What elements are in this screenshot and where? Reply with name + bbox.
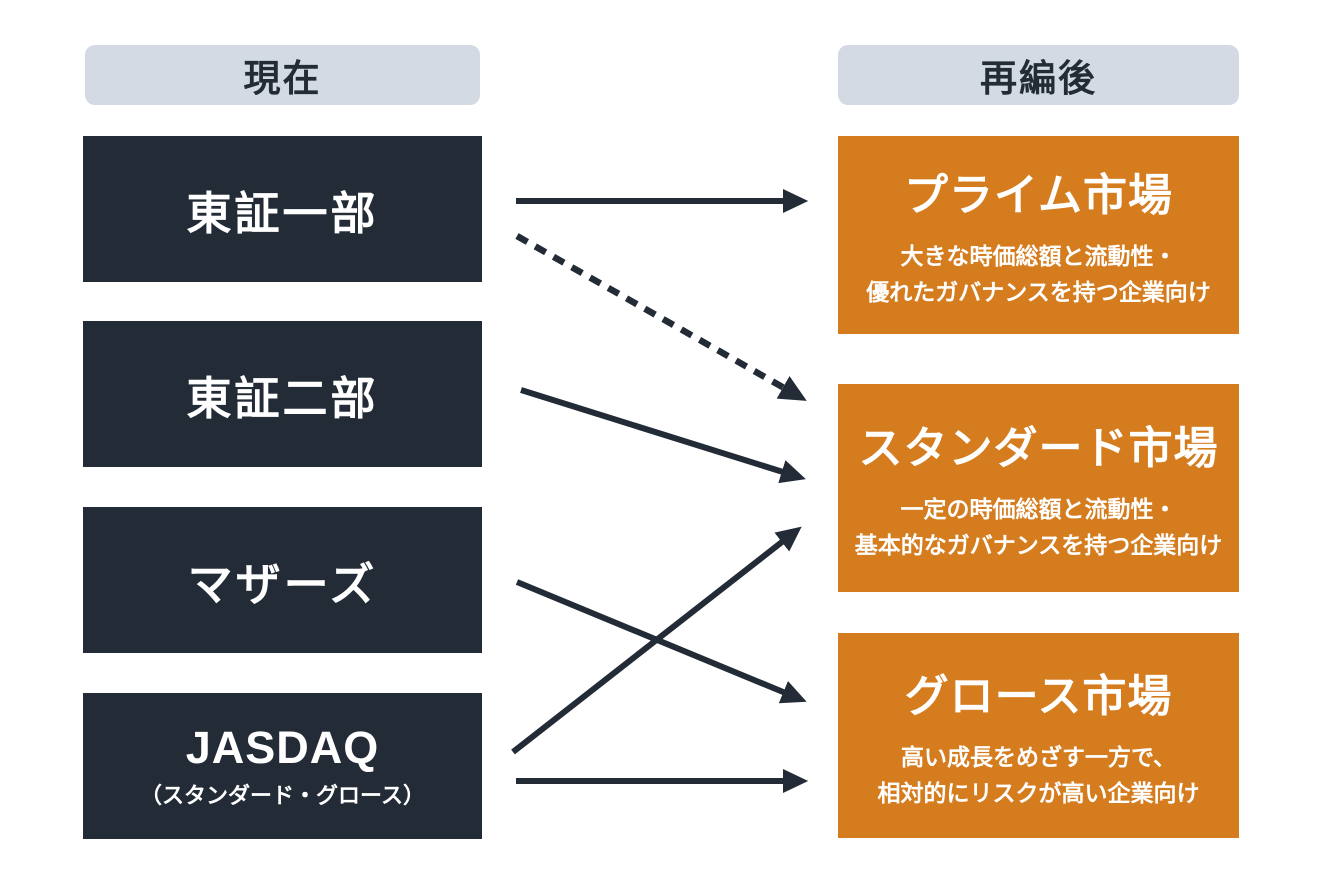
box-prime-market-desc-line1: 大きな時価総額と流動性・ xyxy=(900,243,1177,270)
box-standard-market-desc-line2: 基本的なガバナンスを持つ企業向け xyxy=(854,532,1223,558)
box-jasdaq-label: JASDAQ xyxy=(185,722,380,773)
box-prime-market-label: プライム市場 xyxy=(903,171,1174,221)
arrow-mothers-to-growth xyxy=(515,579,807,704)
box-prime-market: プライム市場 大きな時価総額と流動性・ 優れたガバナンスを持つ企業向け xyxy=(838,136,1239,334)
box-prime-market-description: 大きな時価総額と流動性・ 優れたガバナンスを持つ企業向け xyxy=(866,239,1211,310)
box-growth-market-desc-line2: 相対的にリスクが高い企業向け xyxy=(877,779,1200,806)
box-tse-second-section: 東証二部 xyxy=(83,321,482,467)
column-header-current: 現在 xyxy=(85,45,480,105)
arrow-jasdaq-to-standard xyxy=(511,526,802,755)
box-growth-market-desc-line1: 高い成長をめざす一方で、 xyxy=(900,743,1177,770)
column-header-after-label: 再編後 xyxy=(980,58,1097,99)
box-standard-market-label: スタンダード市場 xyxy=(858,424,1219,474)
box-standard-market-desc-line1: 一定の時価総額と流動性・ xyxy=(900,496,1177,523)
box-growth-market-label: グロース市場 xyxy=(904,671,1173,721)
column-header-after-restructure: 再編後 xyxy=(838,45,1239,105)
box-jasdaq-sublabel: （スタンダード・グロース） xyxy=(140,783,425,808)
box-prime-market-desc-line2: 優れたガバナンスを持つ企業向け xyxy=(866,279,1211,305)
box-tse-first-section-label: 東証一部 xyxy=(186,187,379,239)
arrow-tse-first-to-standard-dashed xyxy=(515,233,807,401)
box-mothers: マザーズ xyxy=(83,507,482,653)
box-standard-market-description: 一定の時価総額と流動性・ 基本的なガバナンスを持つ企業向け xyxy=(855,492,1223,563)
box-growth-market: グロース市場 高い成長をめざす一方で、 相対的にリスクが高い企業向け xyxy=(838,633,1239,838)
box-mothers-label: マザーズ xyxy=(187,558,378,610)
box-growth-market-description: 高い成長をめざす一方で、 相対的にリスクが高い企業向け xyxy=(878,740,1200,811)
box-jasdaq: JASDAQ （スタンダード・グロース） xyxy=(83,693,482,839)
column-header-current-label: 現在 xyxy=(243,58,322,99)
box-tse-second-section-label: 東証二部 xyxy=(186,372,379,424)
arrow-tse-second-to-standard xyxy=(520,387,806,484)
box-tse-first-section: 東証一部 xyxy=(83,136,482,282)
box-standard-market: スタンダード市場 一定の時価総額と流動性・ 基本的なガバナンスを持つ企業向け xyxy=(838,384,1239,592)
